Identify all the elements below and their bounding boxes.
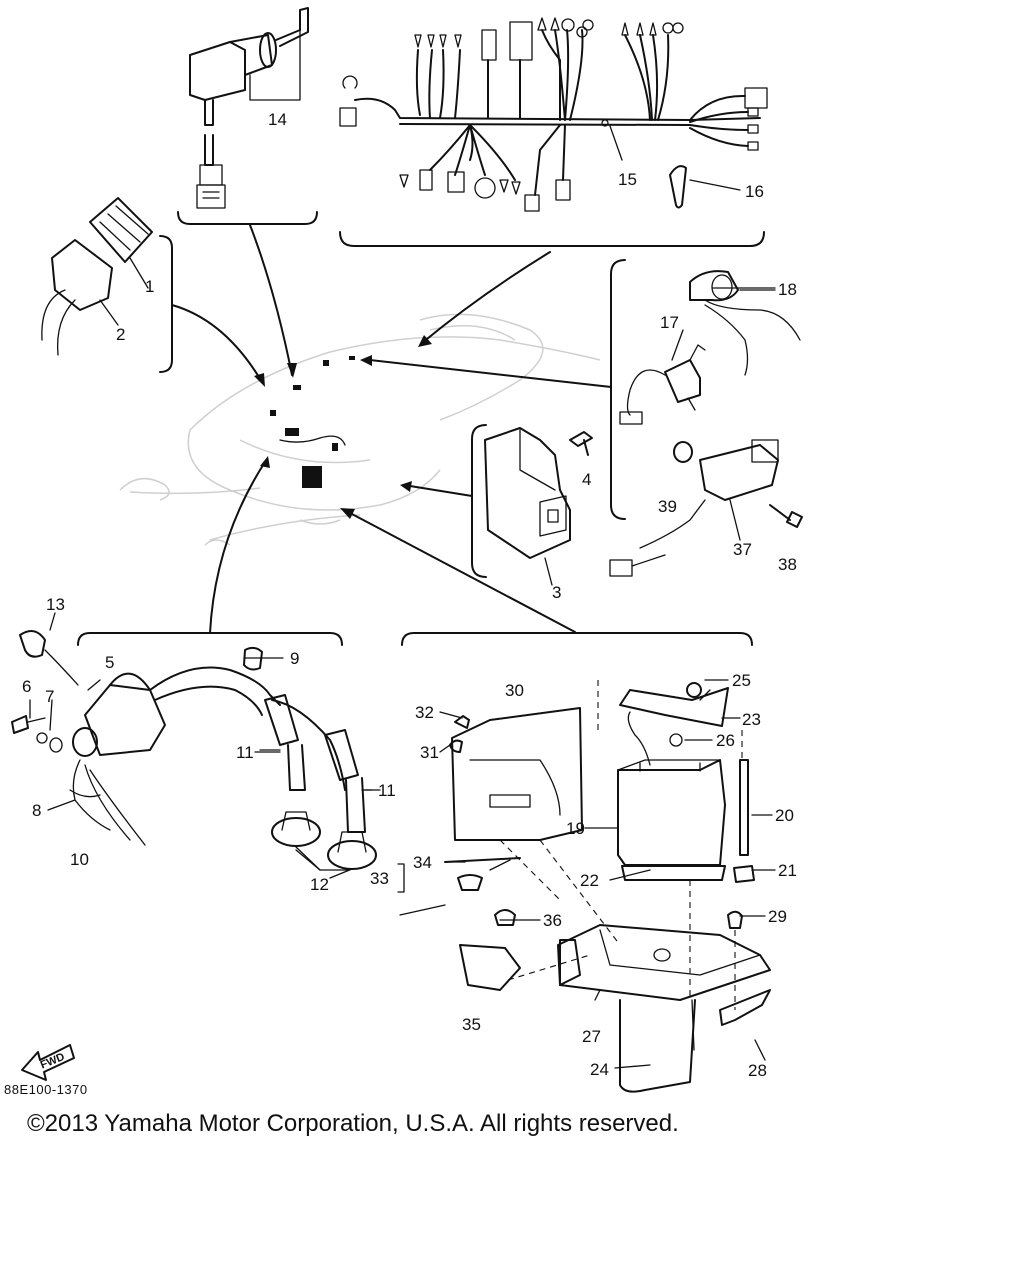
cdi-unit-3 <box>484 427 593 586</box>
fwd-arrow-icon: FWD <box>21 1044 75 1081</box>
callout-35: 35 <box>462 1015 481 1034</box>
callout-28: 28 <box>748 1061 767 1080</box>
callout-38: 38 <box>778 555 797 574</box>
callout-18: 18 <box>778 280 797 299</box>
battery-assembly <box>399 680 771 1093</box>
callout-1: 1 <box>145 277 154 296</box>
callout-29: 29 <box>768 907 787 926</box>
callout-14: 14 <box>268 110 287 129</box>
handlebar-switch-1-2 <box>41 197 153 356</box>
ignition-coil-5 <box>11 630 381 879</box>
callout-15: 15 <box>618 170 637 189</box>
callout-26: 26 <box>716 731 735 750</box>
callout-39: 39 <box>658 497 677 516</box>
group-brackets <box>77 211 765 646</box>
callout-13: 13 <box>46 595 65 614</box>
callout-labels: 14 15 16 1 2 18 17 4 39 37 38 3 13 5 9 6… <box>22 110 797 1080</box>
callout-4: 4 <box>582 470 591 489</box>
callout-19: 19 <box>566 819 585 838</box>
diagram-code: 88E100-1370 <box>4 1082 88 1097</box>
callout-12: 12 <box>310 875 329 894</box>
callout-27: 27 <box>582 1027 601 1046</box>
callout-24: 24 <box>590 1060 609 1079</box>
callout-3: 3 <box>552 583 561 602</box>
callout-11a: 11 <box>236 743 254 762</box>
callout-11b: 11 <box>378 781 396 800</box>
callout-17: 17 <box>660 313 679 332</box>
callout-37: 37 <box>733 540 752 559</box>
callout-22: 22 <box>580 871 599 890</box>
callout-30: 30 <box>505 681 524 700</box>
callout-7: 7 <box>45 687 54 706</box>
parts-diagram: FWD 14 15 16 1 2 18 <box>11 7 803 1093</box>
callout-31: 31 <box>420 743 439 762</box>
callout-6: 6 <box>22 677 31 696</box>
pointer-arrows <box>171 224 612 634</box>
callout-36: 36 <box>543 911 562 930</box>
copyright-notice: ©2013 Yamaha Motor Corporation, U.S.A. A… <box>27 1110 679 1137</box>
callout-25: 25 <box>732 671 751 690</box>
callout-10: 10 <box>70 850 89 869</box>
callout-21: 21 <box>778 861 797 880</box>
callout-16: 16 <box>745 182 764 201</box>
wire-harness-15 <box>339 17 768 212</box>
callout-34: 34 <box>413 853 432 872</box>
callout-23: 23 <box>742 710 761 729</box>
callout-2: 2 <box>116 325 125 344</box>
leader-lines <box>29 287 776 1069</box>
main-switch-14 <box>189 7 309 209</box>
callout-5: 5 <box>105 653 114 672</box>
switch-assembly-17-18 <box>609 270 803 577</box>
snowmobile-outline <box>119 313 601 546</box>
snowmobile-parts <box>270 356 355 488</box>
callout-9: 9 <box>290 649 299 668</box>
callout-33: 33 <box>370 869 389 888</box>
callout-20: 20 <box>775 806 794 825</box>
callout-32: 32 <box>415 703 434 722</box>
callout-8: 8 <box>32 801 41 820</box>
clamp-16 <box>669 165 741 209</box>
